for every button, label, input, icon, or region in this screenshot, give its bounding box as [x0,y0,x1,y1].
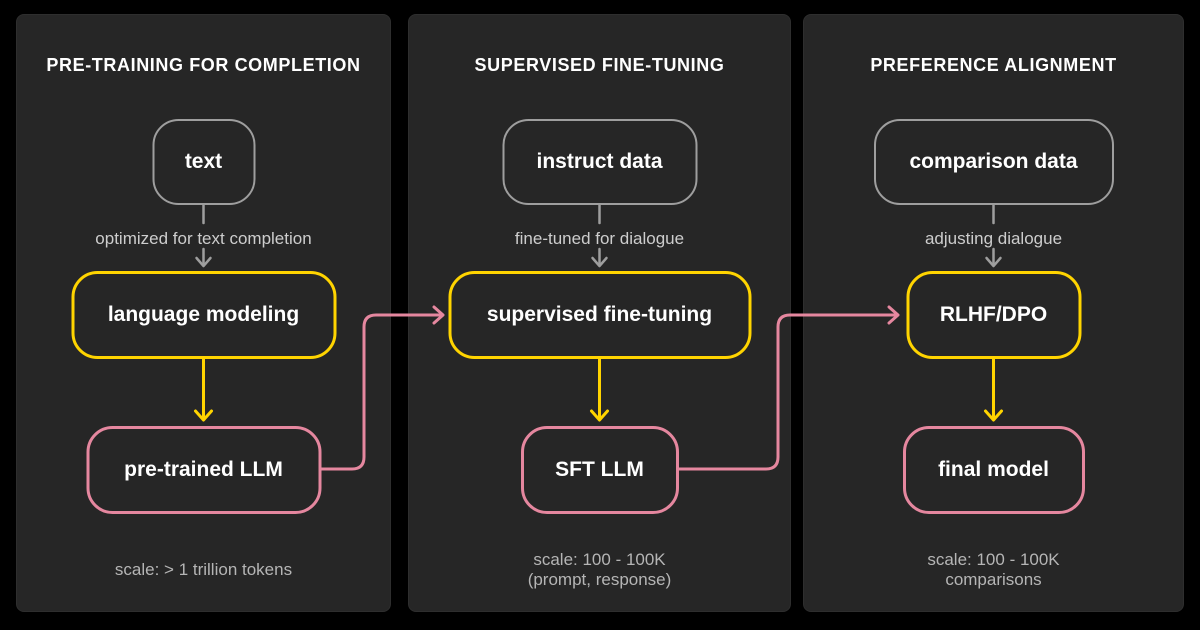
panel-preference-alignment: PREFERENCE ALIGNMENT comparison data adj… [803,14,1184,612]
training-stage-box: RLHF/DPO [906,271,1081,359]
panel-title: PRE-TRAINING FOR COMPLETION [46,55,361,75]
training-stage-label: RLHF/DPO [939,303,1048,326]
arrow-annotation: fine-tuned for dialogue [514,229,685,248]
output-model-box: SFT LLM [520,426,679,514]
scale-note: scale: 100 - 100K comparisons [804,533,1183,607]
input-data-box: instruct data [502,119,697,205]
input-data-label: instruct data [536,150,663,173]
panel-title: SUPERVISED FINE-TUNING [474,55,725,75]
input-data-label: comparison data [909,150,1078,173]
output-model-label: pre-trained LLM [124,458,283,481]
scale-note-line2: comparisons [945,570,1042,589]
scale-note-line1: scale: > 1 trillion tokens [114,560,293,579]
output-model-box: pre-trained LLM [86,426,321,514]
training-stage-box: supervised fine-tuning [448,271,751,359]
arrow-annotation: adjusting dialogue [924,229,1063,248]
scale-note-line1: scale: 100 - 100K [927,550,1060,569]
panel-title: PREFERENCE ALIGNMENT [870,55,1117,75]
output-model-label: SFT LLM [555,458,644,481]
scale-note: scale: > 1 trillion tokens [17,533,390,607]
output-model-label: final model [938,458,1049,481]
panel-pretraining: PRE-TRAINING FOR COMPLETION text optimiz… [16,14,391,612]
scale-note-line2: (prompt, response) [527,570,672,589]
training-stage-label: language modeling [107,303,300,326]
input-data-label: text [184,150,223,173]
input-data-box: text [152,119,255,205]
training-stage-label: supervised fine-tuning [486,303,713,326]
output-model-box: final model [902,426,1085,514]
panel-sft: SUPERVISED FINE-TUNING instruct data fin… [408,14,791,612]
training-stage-box: language modeling [71,271,336,359]
arrow-annotation: optimized for text completion [95,229,312,248]
scale-note: scale: 100 - 100K (prompt, response) [409,533,790,607]
input-data-box: comparison data [873,119,1114,205]
scale-note-line1: scale: 100 - 100K [533,550,666,569]
